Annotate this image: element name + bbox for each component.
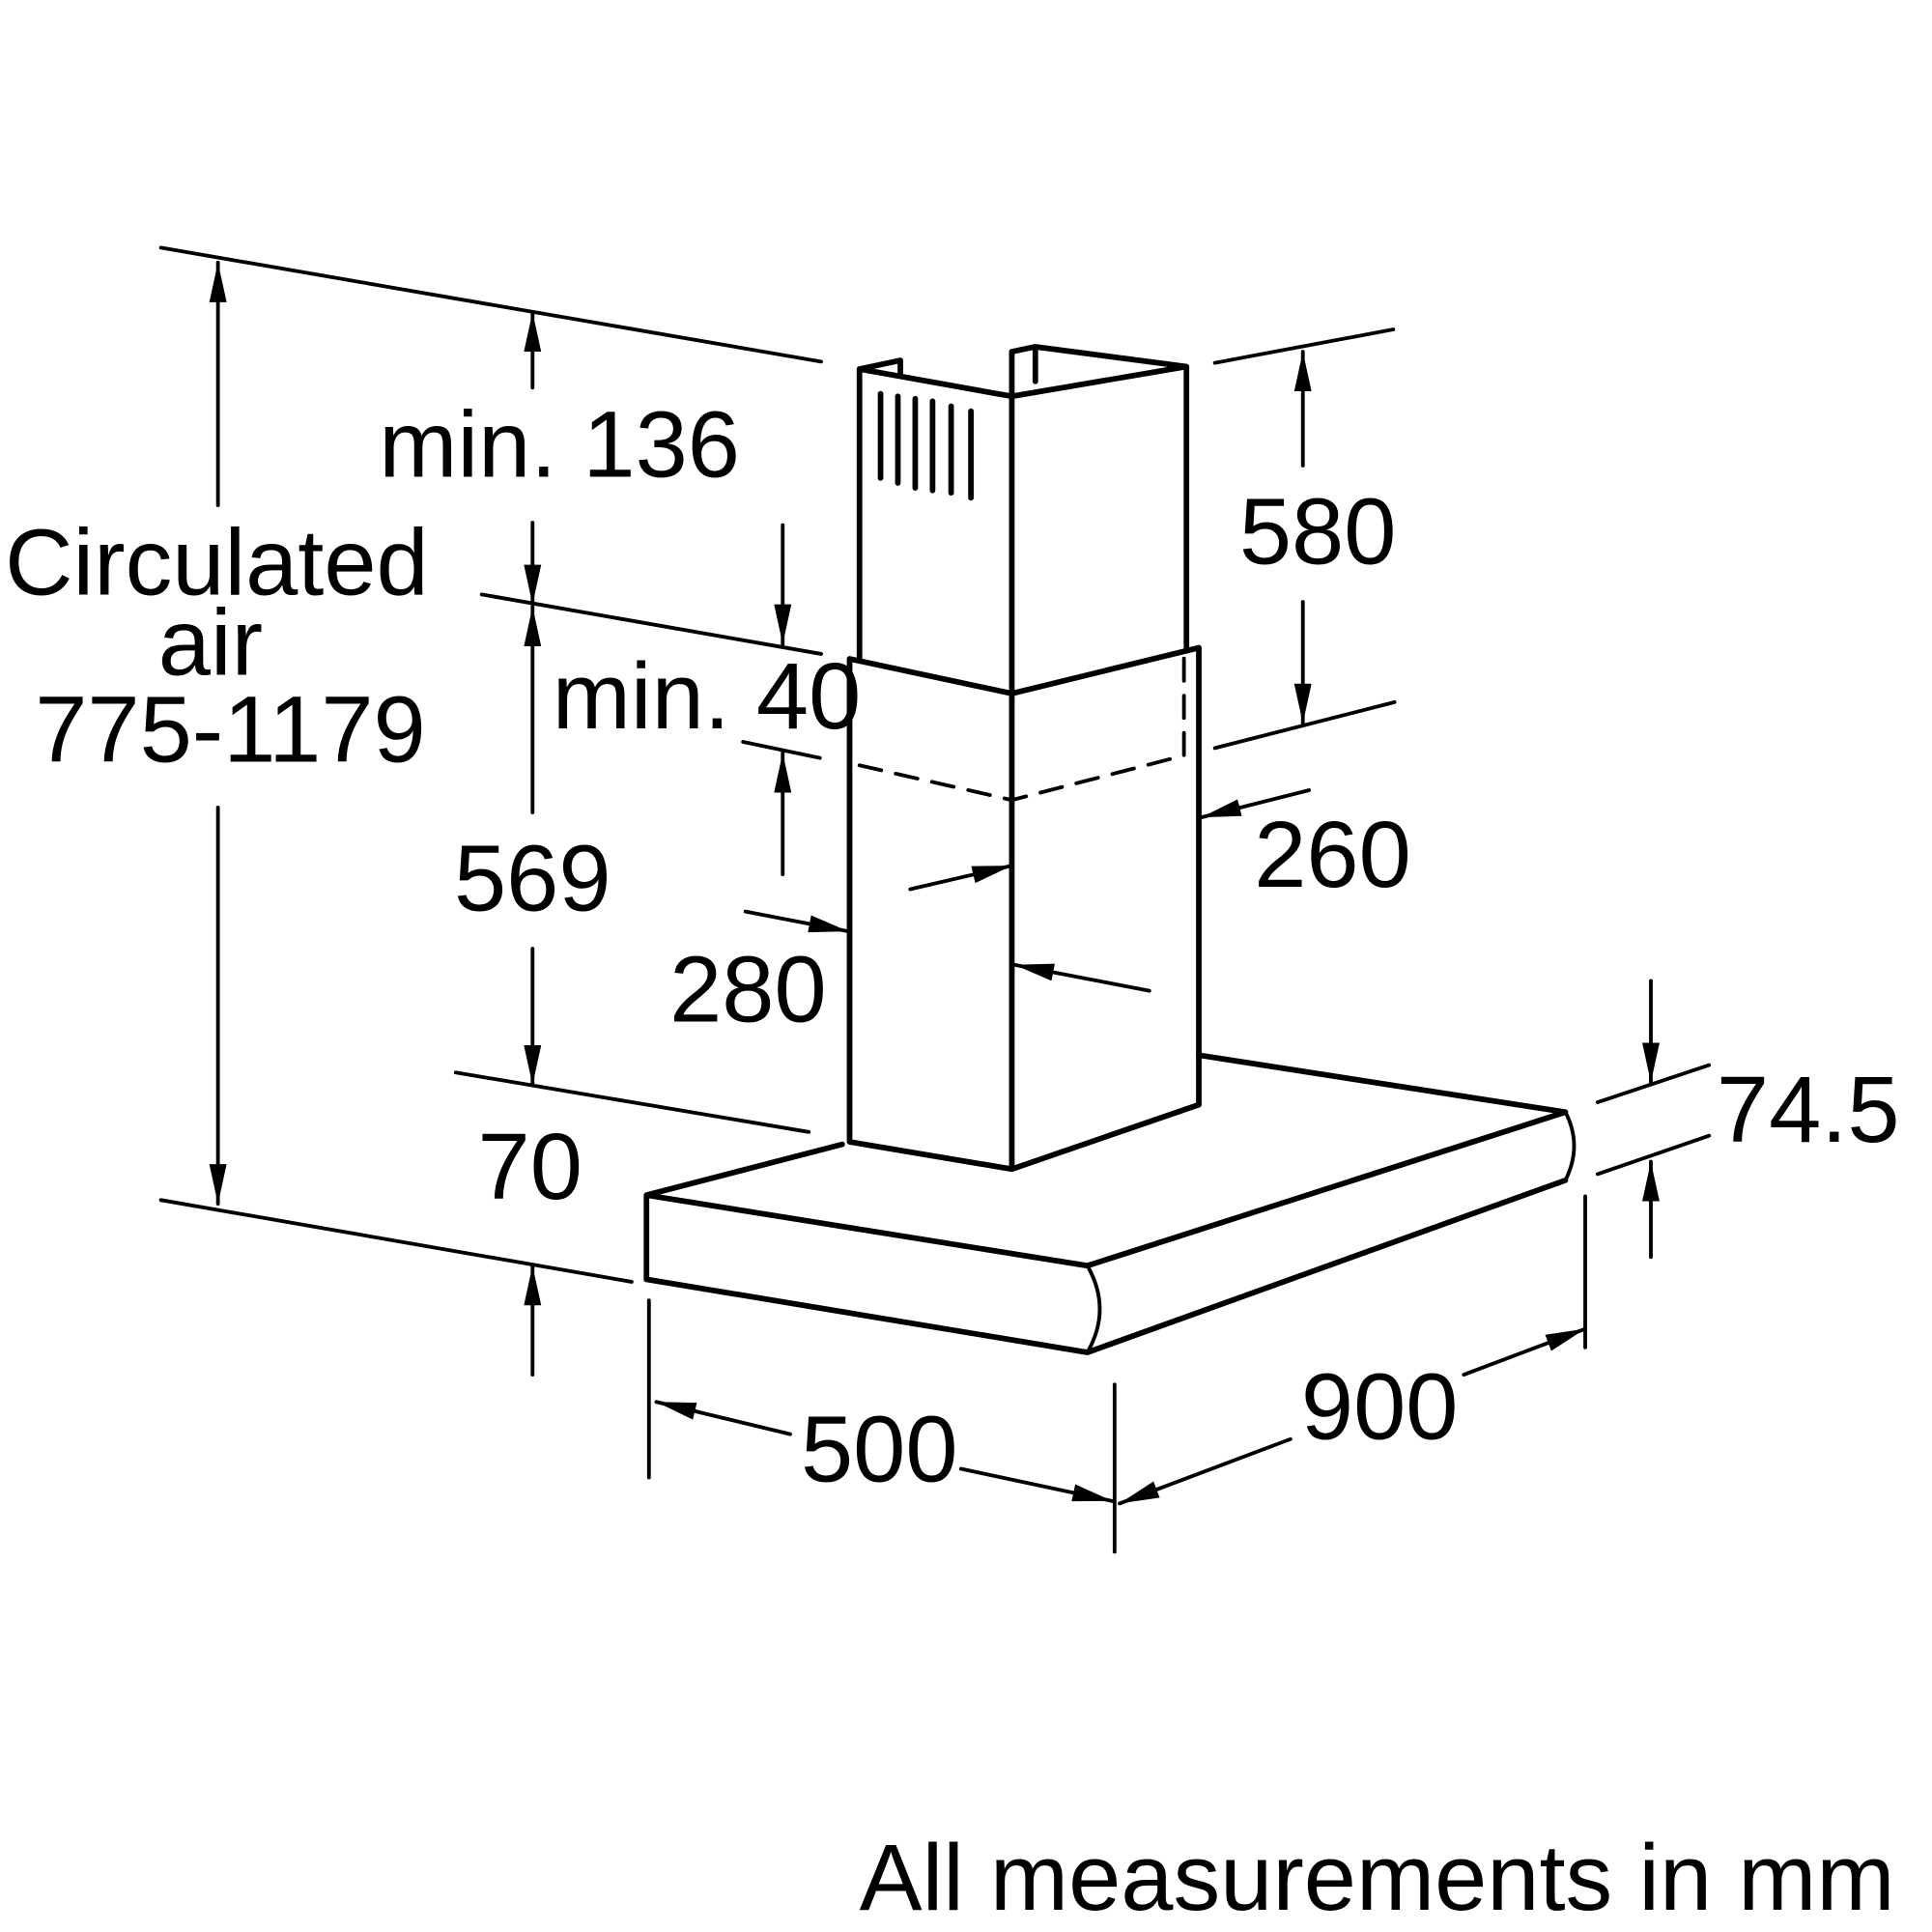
label-min-40: min. 40 [553,643,861,749]
label-circulated: Circulated [5,509,429,614]
hood-outline [643,344,1577,1355]
footer-note: All measurements in mm [860,1825,1895,1930]
label-70: 70 [478,1114,582,1219]
label-min-136: min. 136 [379,392,740,497]
label-air: air [158,590,263,696]
label-74-5: 74.5 [1717,1057,1900,1162]
label-580: 580 [1239,478,1397,583]
dimension-lines [158,245,1712,1554]
label-280: 280 [669,937,827,1042]
label-500: 500 [801,1396,958,1501]
label-circulated-range: 775-1179 [35,676,425,781]
label-569: 569 [454,825,611,930]
label-260: 260 [1254,802,1411,907]
label-900: 900 [1301,1354,1459,1460]
